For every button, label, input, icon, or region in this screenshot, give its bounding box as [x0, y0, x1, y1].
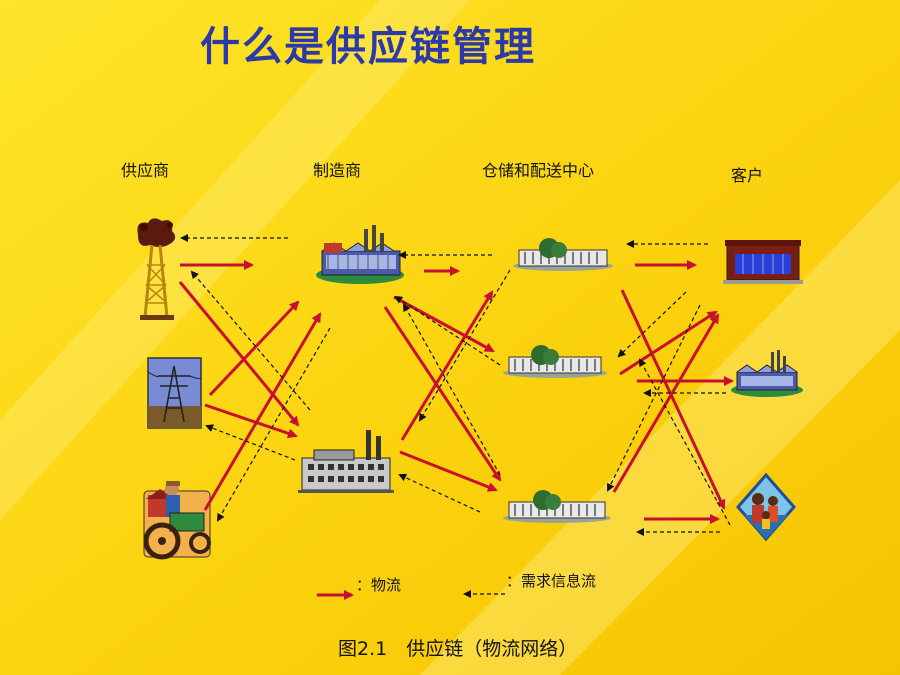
factory-top-icon — [316, 225, 404, 284]
farmer-tractor-icon — [143, 481, 211, 560]
material-arrow — [178, 281, 300, 427]
factory-bottom-icon — [298, 430, 394, 493]
legend-material-flow-label: ：物流 — [356, 576, 402, 594]
column-label-warehouse: 仓储和配送中心 — [482, 161, 595, 180]
info-arrow — [398, 473, 481, 513]
oil-well-icon — [137, 218, 176, 320]
background-streak — [420, 180, 900, 675]
background-streak-2 — [0, 0, 470, 520]
page-title: 什么是供应链管理 — [200, 24, 536, 70]
info-flow-arrows — [180, 234, 731, 598]
material-arrow — [612, 313, 720, 493]
info-arrow — [216, 327, 331, 522]
figure-caption: 图2.1 供应链（物流网络） — [338, 638, 578, 660]
column-label-manufacturer: 制造商 — [313, 161, 362, 180]
column-label-supplier: 供应商 — [121, 161, 170, 180]
warehouse-top-icon — [513, 238, 613, 271]
material-arrow — [399, 450, 498, 492]
family-icon — [736, 472, 796, 542]
power-tower-icon — [147, 357, 202, 429]
material-arrow — [620, 289, 726, 510]
info-arrow — [190, 270, 311, 411]
info-arrow — [403, 303, 501, 476]
info-arrow — [418, 269, 511, 422]
material-arrow — [400, 290, 494, 441]
info-arrow — [639, 358, 731, 526]
warehouse-middle-icon — [503, 345, 607, 378]
warehouse-bottom-icon — [503, 490, 611, 523]
info-arrow — [617, 291, 687, 358]
column-label-customer: 客户 — [731, 166, 764, 185]
legend-info-flow-label: ：需求信息流 — [506, 572, 597, 590]
material-arrow — [208, 300, 300, 397]
info-arrow — [205, 424, 296, 461]
material-arrow — [203, 312, 322, 511]
store-icon — [723, 240, 803, 284]
material-arrow — [204, 403, 298, 439]
customer-factory-icon — [731, 350, 803, 397]
material-arrow — [383, 306, 502, 482]
material-arrow — [619, 310, 718, 376]
